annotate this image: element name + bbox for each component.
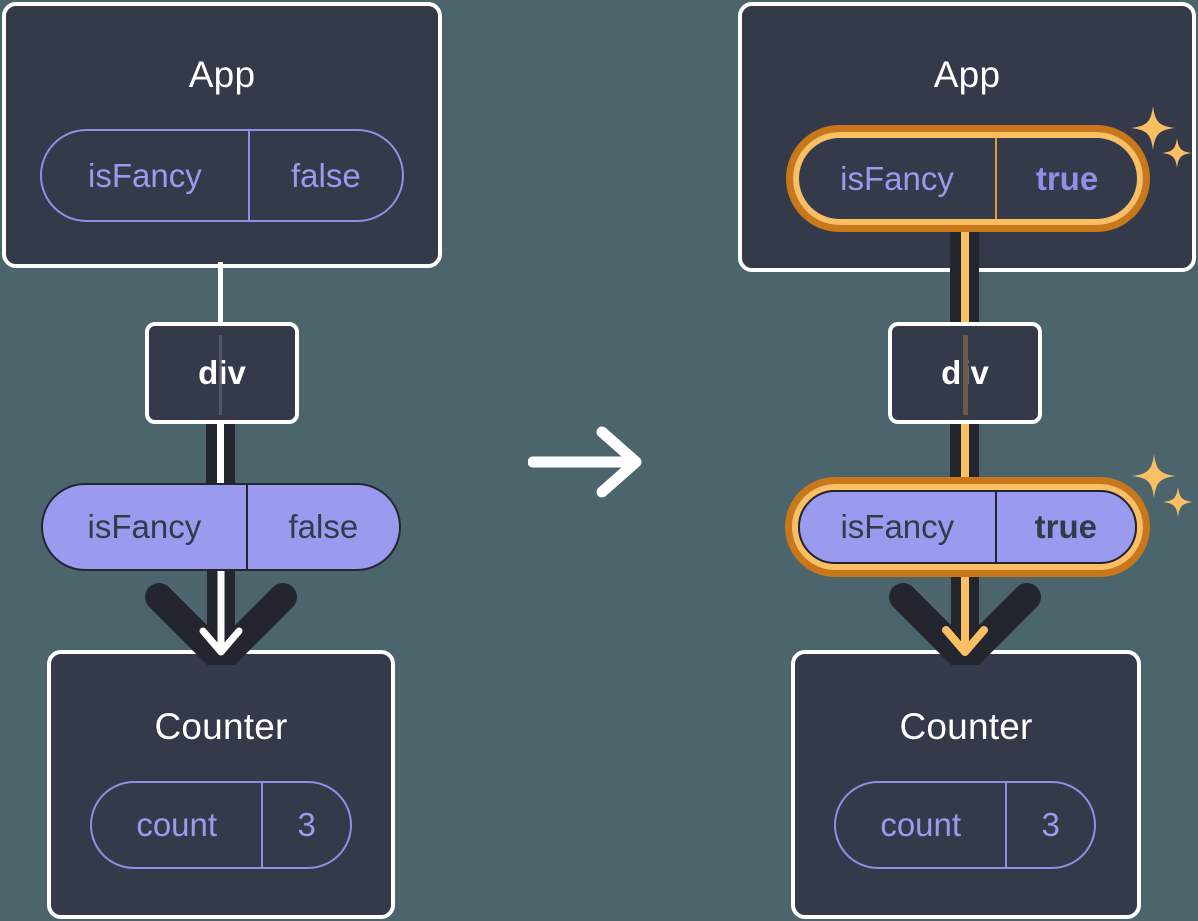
counter-state-name-after: count bbox=[880, 806, 962, 843]
prop-to-counter-arrow-before bbox=[145, 565, 297, 665]
prop-value-before: false bbox=[245, 485, 399, 569]
app-sparkles-after bbox=[1126, 102, 1198, 180]
prop-pill-after: isFancy true bbox=[798, 490, 1137, 564]
app-state-highlight-ring-after bbox=[786, 125, 1150, 232]
connector-app-to-div-before bbox=[218, 262, 223, 322]
app-state-value-before: false bbox=[247, 131, 402, 220]
transition-arrow bbox=[527, 425, 648, 500]
app-state-name-before: isFancy bbox=[88, 156, 202, 194]
counter-state-value-before: 3 bbox=[261, 783, 350, 867]
prop-sparkles-after bbox=[1128, 450, 1198, 528]
app-title-after: App bbox=[933, 54, 1001, 95]
prop-highlight-ring-after bbox=[785, 477, 1150, 577]
app-state-value-after: true bbox=[995, 138, 1137, 219]
counter-title-before: Counter bbox=[154, 706, 288, 747]
counter-state-value-after: 3 bbox=[1005, 783, 1094, 867]
app-title-before: App bbox=[188, 54, 256, 95]
counter-state-pill-before: count 3 bbox=[90, 781, 352, 869]
connector-through-div-before bbox=[219, 335, 222, 415]
prop-pill-before: isFancy false bbox=[41, 483, 401, 571]
connector-through-div-after bbox=[963, 335, 968, 415]
arrow-right-icon bbox=[527, 426, 642, 498]
connector-app-to-div-core-after bbox=[961, 222, 969, 330]
prop-to-counter-arrow-after bbox=[889, 565, 1041, 665]
sparkles-icon bbox=[1131, 106, 1192, 168]
counter-state-name-before: count bbox=[136, 806, 218, 843]
counter-title-after: Counter bbox=[899, 706, 1033, 747]
app-state-name-after: isFancy bbox=[840, 159, 954, 197]
counter-state-pill-after: count 3 bbox=[834, 781, 1096, 869]
prop-value-after: true bbox=[994, 492, 1135, 562]
prop-name-before: isFancy bbox=[87, 508, 202, 545]
app-state-pill-after: isFancy true bbox=[799, 138, 1137, 219]
app-state-pill-before: isFancy false bbox=[40, 129, 404, 222]
sparkles-icon bbox=[1132, 454, 1193, 517]
connector-div-to-prop-core-before bbox=[217, 420, 224, 485]
div-node-before: div bbox=[145, 322, 299, 424]
connector-div-to-prop-core-after bbox=[961, 420, 969, 486]
div-node-label-before: div bbox=[198, 354, 246, 391]
prop-name-after: isFancy bbox=[840, 508, 955, 545]
